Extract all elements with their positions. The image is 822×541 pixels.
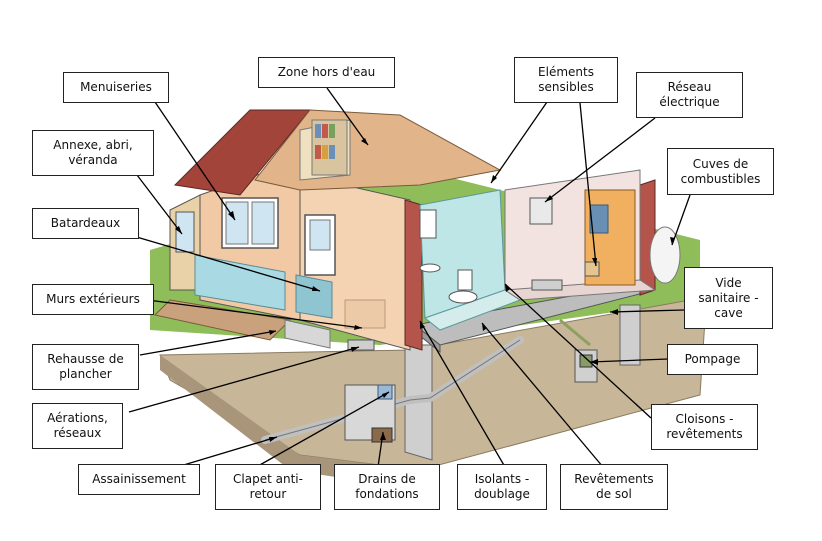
label-assainissement: Assainissement [78, 464, 200, 495]
arrow-head [420, 321, 425, 329]
label-murs-exterieurs: Murs extérieurs [32, 284, 154, 315]
fuel-tank-vent [589, 204, 609, 234]
book [329, 145, 335, 159]
wall-bricks [344, 299, 386, 329]
leader-line [176, 436, 278, 468]
label-aerations-reseaux: Aérations, réseaux [32, 403, 123, 449]
crate [531, 279, 563, 291]
door-glass [309, 219, 331, 251]
leader-line [481, 322, 604, 468]
label-annexe-abri-veranda: Annexe, abri, véranda [32, 130, 154, 176]
leader-line [139, 330, 277, 356]
arrow-head [228, 211, 235, 220]
arrow-head [610, 309, 618, 315]
arrow-head [482, 323, 487, 331]
label-zone-hors-eau: Zone hors d'eau [258, 57, 395, 88]
leader-line [504, 283, 652, 419]
label-isolants-doublage: Isolants - doublage [457, 464, 547, 510]
leader-line [136, 174, 183, 235]
pump-unit [579, 354, 593, 368]
arrow-head [380, 432, 386, 440]
leader-line [326, 87, 369, 146]
leader-line [544, 117, 656, 203]
book [315, 145, 321, 159]
sink [419, 263, 441, 273]
leader-line [419, 320, 506, 468]
book [315, 124, 321, 138]
arrow-head [505, 284, 510, 292]
brick-wall [404, 199, 423, 351]
label-menuiseries: Menuiseries [63, 72, 169, 103]
label-revetements-sol: Revêtements de sol [560, 464, 668, 510]
arrow-head [351, 347, 359, 352]
toilet [448, 290, 478, 304]
label-rehausse-plancher: Rehausse de plancher [32, 344, 139, 390]
arrow-head [670, 237, 675, 245]
arrow-head [269, 330, 276, 335]
electrical-panel [529, 197, 553, 225]
sewer-pipe-outline [264, 339, 521, 441]
book [322, 124, 328, 138]
pump-box [584, 261, 600, 277]
leader-line [139, 298, 363, 329]
label-batardeaux: Batardeaux [32, 208, 139, 239]
arrow-head [545, 195, 553, 202]
leader-line [128, 346, 360, 413]
arrow-head [361, 138, 368, 145]
leader-line [589, 358, 669, 363]
label-elements-sensibles: Eléments sensibles [514, 57, 618, 103]
leader-line [490, 101, 548, 184]
steps [284, 319, 331, 349]
leader-line [257, 391, 390, 467]
book [322, 145, 328, 159]
leader-line [579, 102, 597, 267]
leader-lines [122, 87, 691, 468]
boiler [419, 209, 437, 239]
leader-line [122, 232, 321, 292]
arrow-head [175, 226, 182, 234]
arrow-head [590, 359, 598, 365]
foundation-wall [619, 304, 641, 366]
leader-line [154, 101, 236, 221]
label-vide-sanitaire-cave: Vide sanitaire - cave [684, 267, 773, 329]
arrow-head [269, 437, 277, 442]
batardeau-panel [194, 254, 286, 311]
arrow-head [491, 175, 497, 183]
arrow-head [382, 392, 389, 398]
label-cuves-combustibles: Cuves de combustibles [667, 148, 774, 195]
window-pane [251, 201, 275, 245]
label-cloisons-revetements: Cloisons - revêtements [651, 404, 758, 450]
label-clapet-anti-retour: Clapet anti- retour [215, 464, 321, 510]
batardeau-panel [295, 274, 333, 319]
label-drains-fondations: Drains de fondations [334, 464, 440, 510]
annexe-window [175, 211, 195, 253]
leader-line [671, 194, 691, 246]
book [329, 124, 335, 138]
label-reseau-electrique: Réseau électrique [636, 72, 743, 118]
pump-pipe [559, 318, 591, 347]
toilet-tank [457, 269, 473, 291]
leader-arrows [175, 138, 675, 442]
arrow-head [592, 258, 597, 266]
window-pane [225, 201, 249, 245]
label-pompage: Pompage [667, 344, 758, 375]
leader-line [609, 309, 685, 313]
arrow-head [354, 325, 362, 330]
vent-grille [347, 339, 375, 351]
arrow-head [312, 286, 320, 291]
